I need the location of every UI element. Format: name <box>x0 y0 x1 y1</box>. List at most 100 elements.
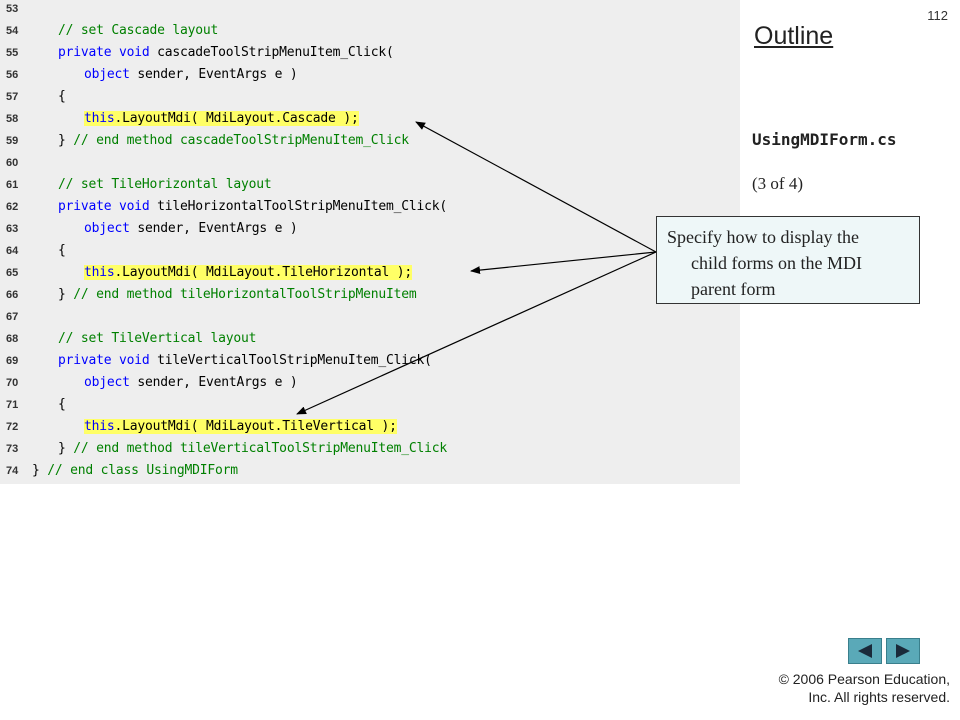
file-name: UsingMDIForm.cs <box>752 130 897 149</box>
code-text: private void cascadeToolStripMenuItem_Cl… <box>58 42 394 64</box>
code-line: 64 { <box>0 240 740 262</box>
line-number: 64 <box>6 245 19 257</box>
code-line: 65 this.LayoutMdi( MdiLayout.TileHorizont… <box>0 262 740 284</box>
page-number: 112 <box>927 8 948 23</box>
highlighted-code-token: .LayoutMdi( MdiLayout.Cascade ); <box>114 111 359 126</box>
callout-line-2: child forms on the MDI <box>691 253 862 273</box>
line-number: 57 <box>6 91 19 103</box>
line-number: 71 <box>6 399 19 411</box>
code-token: private void <box>58 45 150 60</box>
code-token: sender, EventArgs e ) <box>129 375 298 390</box>
code-token: { <box>58 243 66 258</box>
callout-line-1: Specify how to display the <box>667 227 859 247</box>
code-line: 67 <box>0 306 740 328</box>
highlighted-code-token: .LayoutMdi( MdiLayout.TileVertical ); <box>114 419 397 434</box>
code-listing: 53 54 // set Cascade layout 55 private void … <box>0 0 740 484</box>
code-token: // end method tileHorizontalToolStripMen… <box>65 287 417 302</box>
code-text: { <box>58 86 66 108</box>
code-text: } // end method tileHorizontalToolStripM… <box>58 284 417 306</box>
code-line: 73} // end method tileVerticalToolStripM… <box>0 438 740 460</box>
line-number: 55 <box>6 47 19 59</box>
code-text: { <box>58 394 66 416</box>
code-text: } // end class UsingMDIForm <box>32 460 238 482</box>
code-text: } // end method tileVerticalToolStripMen… <box>58 438 447 460</box>
callout-line-3: parent form <box>691 279 776 299</box>
line-number: 74 <box>6 465 19 477</box>
code-line: 69 private void tileVerticalToolStripMenu… <box>0 350 740 372</box>
line-number: 60 <box>6 157 19 169</box>
code-line: 53 <box>0 0 740 20</box>
code-token: // set TileHorizontal layout <box>58 177 272 192</box>
copyright-line-1: © 2006 Pearson Education, <box>778 671 950 687</box>
code-token: } <box>58 441 66 456</box>
line-number: 68 <box>6 333 19 345</box>
code-text: this.LayoutMdi( MdiLayout.Cascade ); <box>84 108 359 130</box>
line-number: 67 <box>6 311 19 323</box>
line-number: 73 <box>6 443 19 455</box>
line-number: 65 <box>6 267 19 279</box>
code-line: 60 <box>0 152 740 174</box>
code-token: // set Cascade layout <box>58 23 219 38</box>
code-line: 58 this.LayoutMdi( MdiLayout.Cascade ); <box>0 108 740 130</box>
code-token: private void <box>58 353 150 368</box>
highlighted-code-token: this <box>84 111 115 126</box>
code-line: 71 { <box>0 394 740 416</box>
line-number: 61 <box>6 179 19 191</box>
code-line: 61 // set TileHorizontal layout <box>0 174 740 196</box>
line-number: 56 <box>6 69 19 81</box>
code-line: 54 // set Cascade layout <box>0 20 740 42</box>
code-line: 74 } // end class UsingMDIForm <box>0 460 740 482</box>
code-token: // set TileVertical layout <box>58 331 257 346</box>
line-number: 72 <box>6 421 19 433</box>
code-token: cascadeToolStripMenuItem_Click( <box>149 45 394 60</box>
line-number: 58 <box>6 113 19 125</box>
code-text: { <box>58 240 66 262</box>
code-token: sender, EventArgs e ) <box>129 67 298 82</box>
code-token: { <box>58 397 66 412</box>
code-line: 59 } // end method cascadeToolStripMenuIt… <box>0 130 740 152</box>
code-line: 57 { <box>0 86 740 108</box>
code-line: 72 this.LayoutMdi( MdiLayout.TileVertical… <box>0 416 740 438</box>
line-number: 62 <box>6 201 19 213</box>
line-number: 66 <box>6 289 19 301</box>
code-text: object sender, EventArgs e ) <box>84 218 298 240</box>
copyright-line-2: Inc. All rights reserved. <box>808 689 950 705</box>
line-number: 59 <box>6 135 19 147</box>
code-text: // set TileVertical layout <box>58 328 256 350</box>
triangle-left-icon <box>858 644 872 658</box>
highlighted-code-token: .LayoutMdi( MdiLayout.TileHorizontal ); <box>114 265 412 280</box>
line-number: 70 <box>6 377 19 389</box>
callout-box: Specify how to display the child forms o… <box>656 216 920 304</box>
line-number: 54 <box>6 25 19 37</box>
highlighted-code-token: this <box>84 265 115 280</box>
previous-slide-button[interactable] <box>848 638 882 664</box>
code-token: // end method tileVerticalToolStripMenuI… <box>65 441 447 456</box>
next-slide-button[interactable] <box>886 638 920 664</box>
code-token: object <box>84 67 130 82</box>
code-text: // set Cascade layout <box>58 20 218 42</box>
code-text: object sender, EventArgs e ) <box>84 372 298 394</box>
code-text: this.LayoutMdi( MdiLayout.TileHorizontal… <box>84 262 412 284</box>
triangle-right-icon <box>896 644 910 658</box>
code-text: private void tileHorizontalToolStripMenu… <box>58 196 447 218</box>
code-text: } // end method cascadeToolStripMenuItem… <box>58 130 409 152</box>
code-line: 56 object sender, EventArgs e ) <box>0 64 740 86</box>
code-token: tileVerticalToolStripMenuItem_Click( <box>149 353 432 368</box>
code-text: // set TileHorizontal layout <box>58 174 272 196</box>
code-text: object sender, EventArgs e ) <box>84 64 298 86</box>
code-token: private void <box>58 199 150 214</box>
code-token: object <box>84 375 130 390</box>
line-number: 53 <box>6 3 19 15</box>
code-token: { <box>58 89 66 104</box>
code-line: 55 private void cascadeToolStripMenuItem_… <box>0 42 740 64</box>
code-line: 62 private void tileHorizontalToolStripMe… <box>0 196 740 218</box>
code-line: 68 // set TileVertical layout <box>0 328 740 350</box>
outline-title[interactable]: Outline <box>754 22 834 50</box>
code-token: } <box>32 463 40 478</box>
code-text: this.LayoutMdi( MdiLayout.TileVertical )… <box>84 416 397 438</box>
code-line: 66 } // end method tileHorizontalToolStri… <box>0 284 740 306</box>
line-number: 69 <box>6 355 19 367</box>
page-count: (3 of 4) <box>752 174 803 193</box>
code-line: 70 object sender, EventArgs e ) <box>0 372 740 394</box>
